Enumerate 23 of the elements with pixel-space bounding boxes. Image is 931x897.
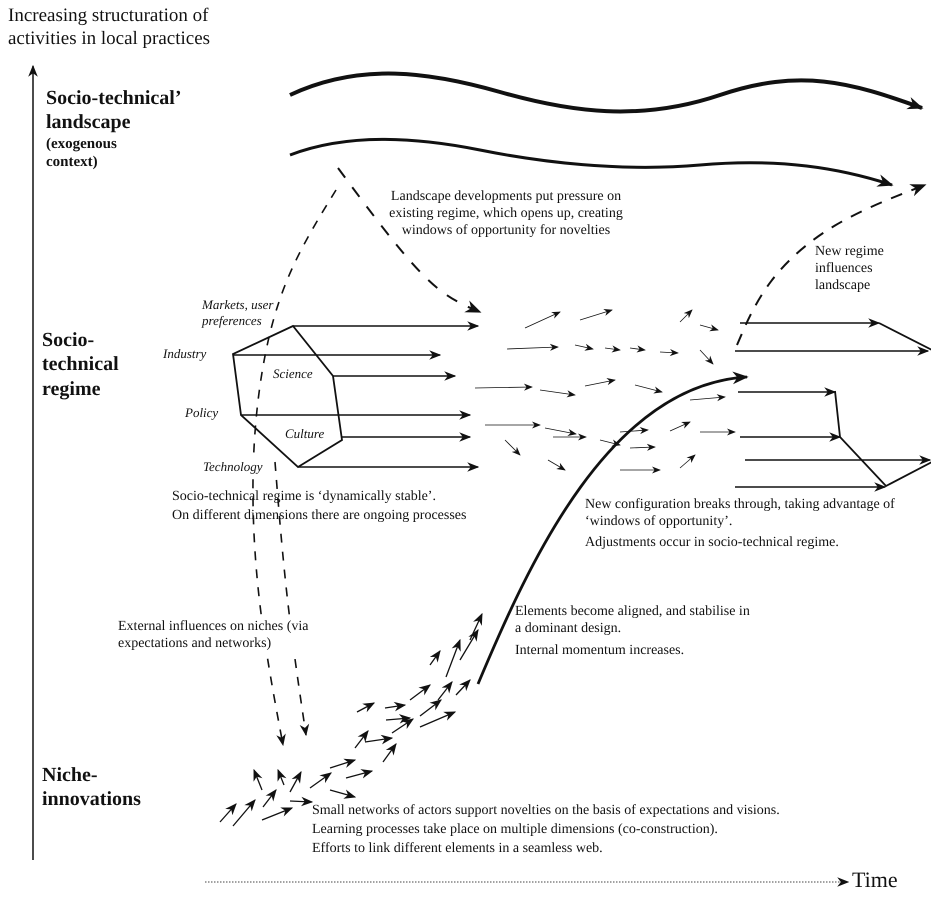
annotation-text: New configuration breaks through, taking advantage of ‘windows of opportunity’. — [585, 496, 896, 530]
dimension-label: Culture — [285, 426, 324, 442]
annotation-text: Elements become aligned, and stabilise in a dominant design. — [515, 603, 751, 638]
level-heading: Socio-technical regime — [42, 328, 120, 402]
annotation-text: On different dimensions there are ongoing processes — [172, 507, 466, 524]
annotation-text: New regime influences landscape — [815, 243, 885, 294]
annotation-text: Adjustments occur in socio-technical regime. — [585, 534, 839, 552]
dimension-label: Industry — [163, 346, 206, 362]
annotation-text: Small networks of actors support novelties on the basis of expectations and visions. — [312, 802, 780, 820]
annotation-text: Efforts to link different elements in a seamless web. — [312, 840, 603, 858]
dimension-label: Policy — [185, 405, 218, 421]
level-heading: (exogenous context) — [46, 135, 118, 172]
annotation-text: Landscape developments put pressure on existing regime, which opens up, creating windows of opportunity for novelties — [388, 188, 624, 240]
dimension-label: Technology — [203, 459, 262, 475]
dimension-label: Science — [273, 366, 313, 382]
annotation-text: Internal momentum increases. — [515, 642, 684, 660]
dimension-label: Markets, user preferences — [202, 297, 274, 329]
level-heading: Socio-technical’ landscape — [46, 86, 182, 135]
axis-label: Increasing structuration of activities in local practices — [8, 4, 212, 50]
axis-label: Time — [852, 867, 898, 894]
annotation-text: Learning processes take place on multiple dimensions (co-construction). — [312, 821, 718, 838]
level-heading: Niche-innovations — [42, 763, 142, 812]
annotation-text: Socio-technical regime is ‘dynamically stable’. — [172, 488, 436, 506]
